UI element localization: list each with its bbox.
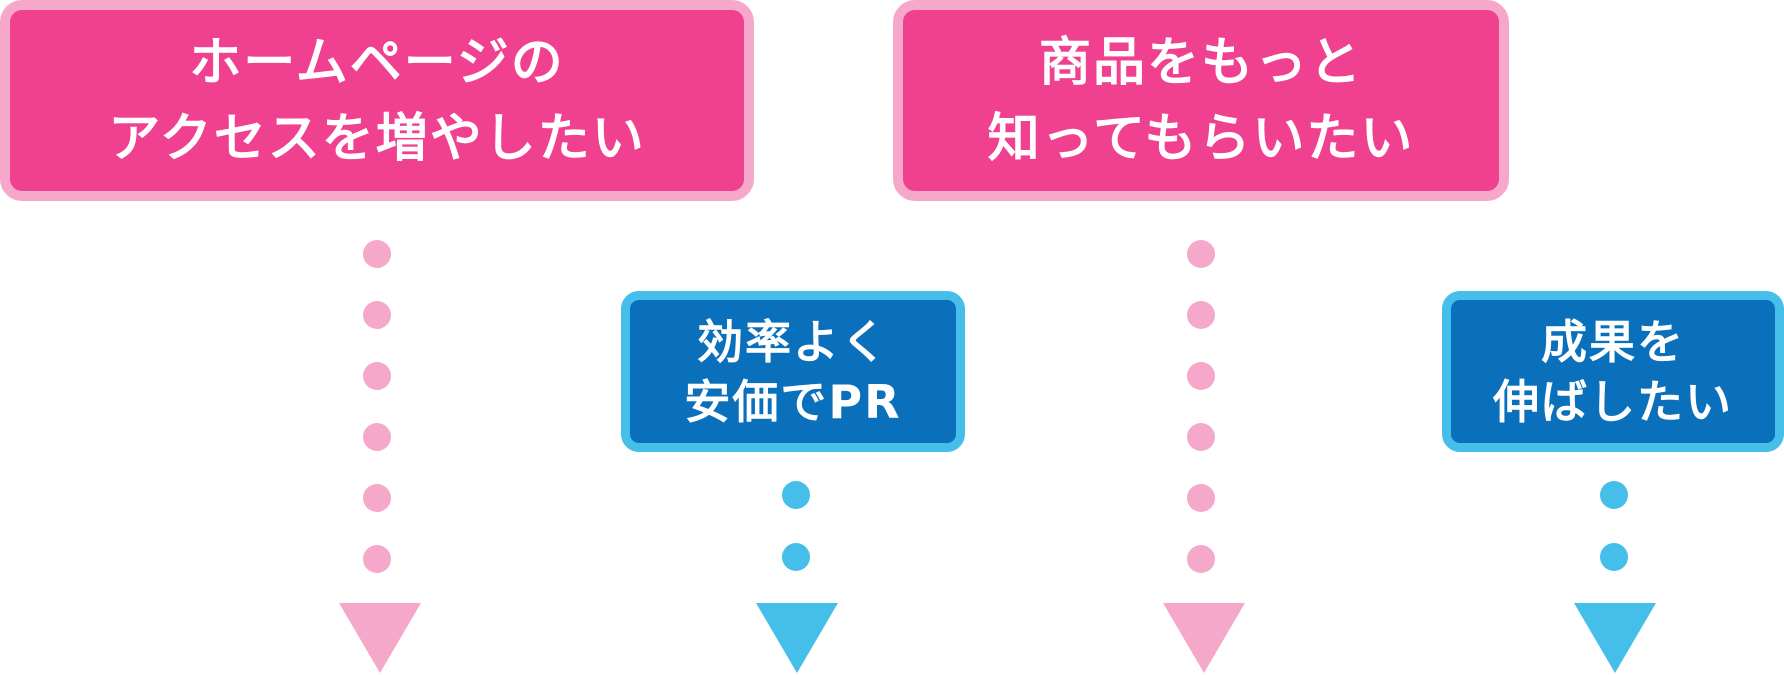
connector-dot xyxy=(363,362,391,390)
connector-dot xyxy=(1600,481,1628,509)
connector-dot xyxy=(1187,362,1215,390)
efficient-pr-box: 効率よく 安価でPR xyxy=(621,291,965,452)
down-arrow-icon xyxy=(339,603,421,673)
connector-dot xyxy=(1600,543,1628,571)
down-arrow-icon xyxy=(756,603,838,673)
connector-dot xyxy=(1187,240,1215,268)
connector-dot xyxy=(1187,423,1215,451)
access-goal-text: ホームページの アクセスを増やしたい xyxy=(108,32,646,169)
connector-dot xyxy=(363,301,391,329)
down-arrow-icon xyxy=(1574,603,1656,673)
grow-results-text: 成果を 伸ばしたい xyxy=(1493,314,1733,429)
connector-dot xyxy=(1187,301,1215,329)
connector-dot xyxy=(782,481,810,509)
product-awareness-box: 商品をもっと 知ってもらいたい xyxy=(893,0,1509,201)
connector-dot xyxy=(363,484,391,512)
efficient-pr-text: 効率よく 安価でPR xyxy=(684,314,902,429)
product-awareness-text: 商品をもっと 知ってもらいたい xyxy=(987,32,1415,169)
connector-dot xyxy=(363,545,391,573)
connector-dot xyxy=(363,240,391,268)
connector-dot xyxy=(782,543,810,571)
down-arrow-icon xyxy=(1163,603,1245,673)
access-goal-box: ホームページの アクセスを増やしたい xyxy=(0,0,754,201)
connector-dot xyxy=(363,423,391,451)
grow-results-box: 成果を 伸ばしたい xyxy=(1442,291,1784,452)
connector-dot xyxy=(1187,545,1215,573)
connector-dot xyxy=(1187,484,1215,512)
